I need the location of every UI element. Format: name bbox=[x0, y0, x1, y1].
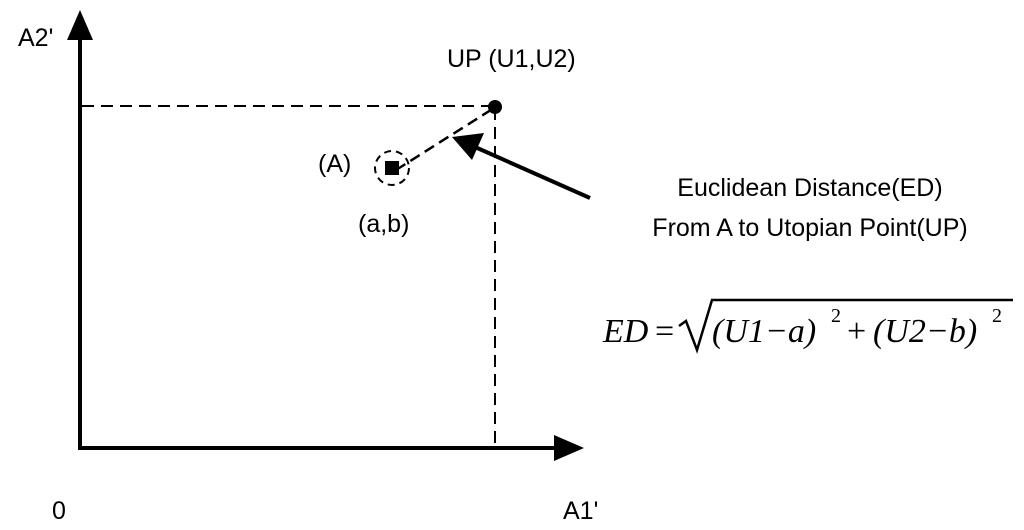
formula-exponent-2: 2 bbox=[992, 305, 1002, 327]
formula-equals: = bbox=[655, 313, 674, 350]
formula-lhs: ED bbox=[602, 313, 649, 350]
annotation-arrow-shaft bbox=[474, 145, 591, 200]
x-axis-label: A1' bbox=[563, 497, 598, 525]
annotation-line-1: Euclidean Distance(ED) bbox=[677, 174, 942, 202]
square-root-sign bbox=[678, 298, 1013, 354]
y-axis-arrowhead bbox=[67, 10, 93, 40]
annotation-line-2: From A to Utopian Point(UP) bbox=[652, 214, 967, 242]
origin-label: 0 bbox=[52, 497, 66, 525]
point-a-highlight-ring bbox=[374, 150, 410, 186]
x-axis-arrowhead bbox=[554, 435, 584, 461]
formula-term-1: (U1−a) bbox=[712, 313, 816, 350]
annotation-arrowhead bbox=[452, 133, 484, 160]
formula-term-2: (U2−b) bbox=[873, 313, 977, 350]
distance-line bbox=[395, 106, 495, 172]
formula-plus: + bbox=[847, 313, 866, 350]
utopian-point-marker bbox=[488, 100, 502, 114]
formula-exponent-1: 2 bbox=[831, 305, 841, 327]
euclidean-distance-formula: ED = (U1−a) 2 + (U2−b) 2 bbox=[602, 298, 1013, 354]
utopian-point-label: UP (U1,U2) bbox=[447, 45, 576, 73]
point-a-marker bbox=[385, 161, 399, 175]
y-axis-label: A2' bbox=[18, 24, 53, 52]
point-a-coord-label: (a,b) bbox=[358, 210, 409, 238]
point-a-name-label: (A) bbox=[318, 150, 351, 178]
